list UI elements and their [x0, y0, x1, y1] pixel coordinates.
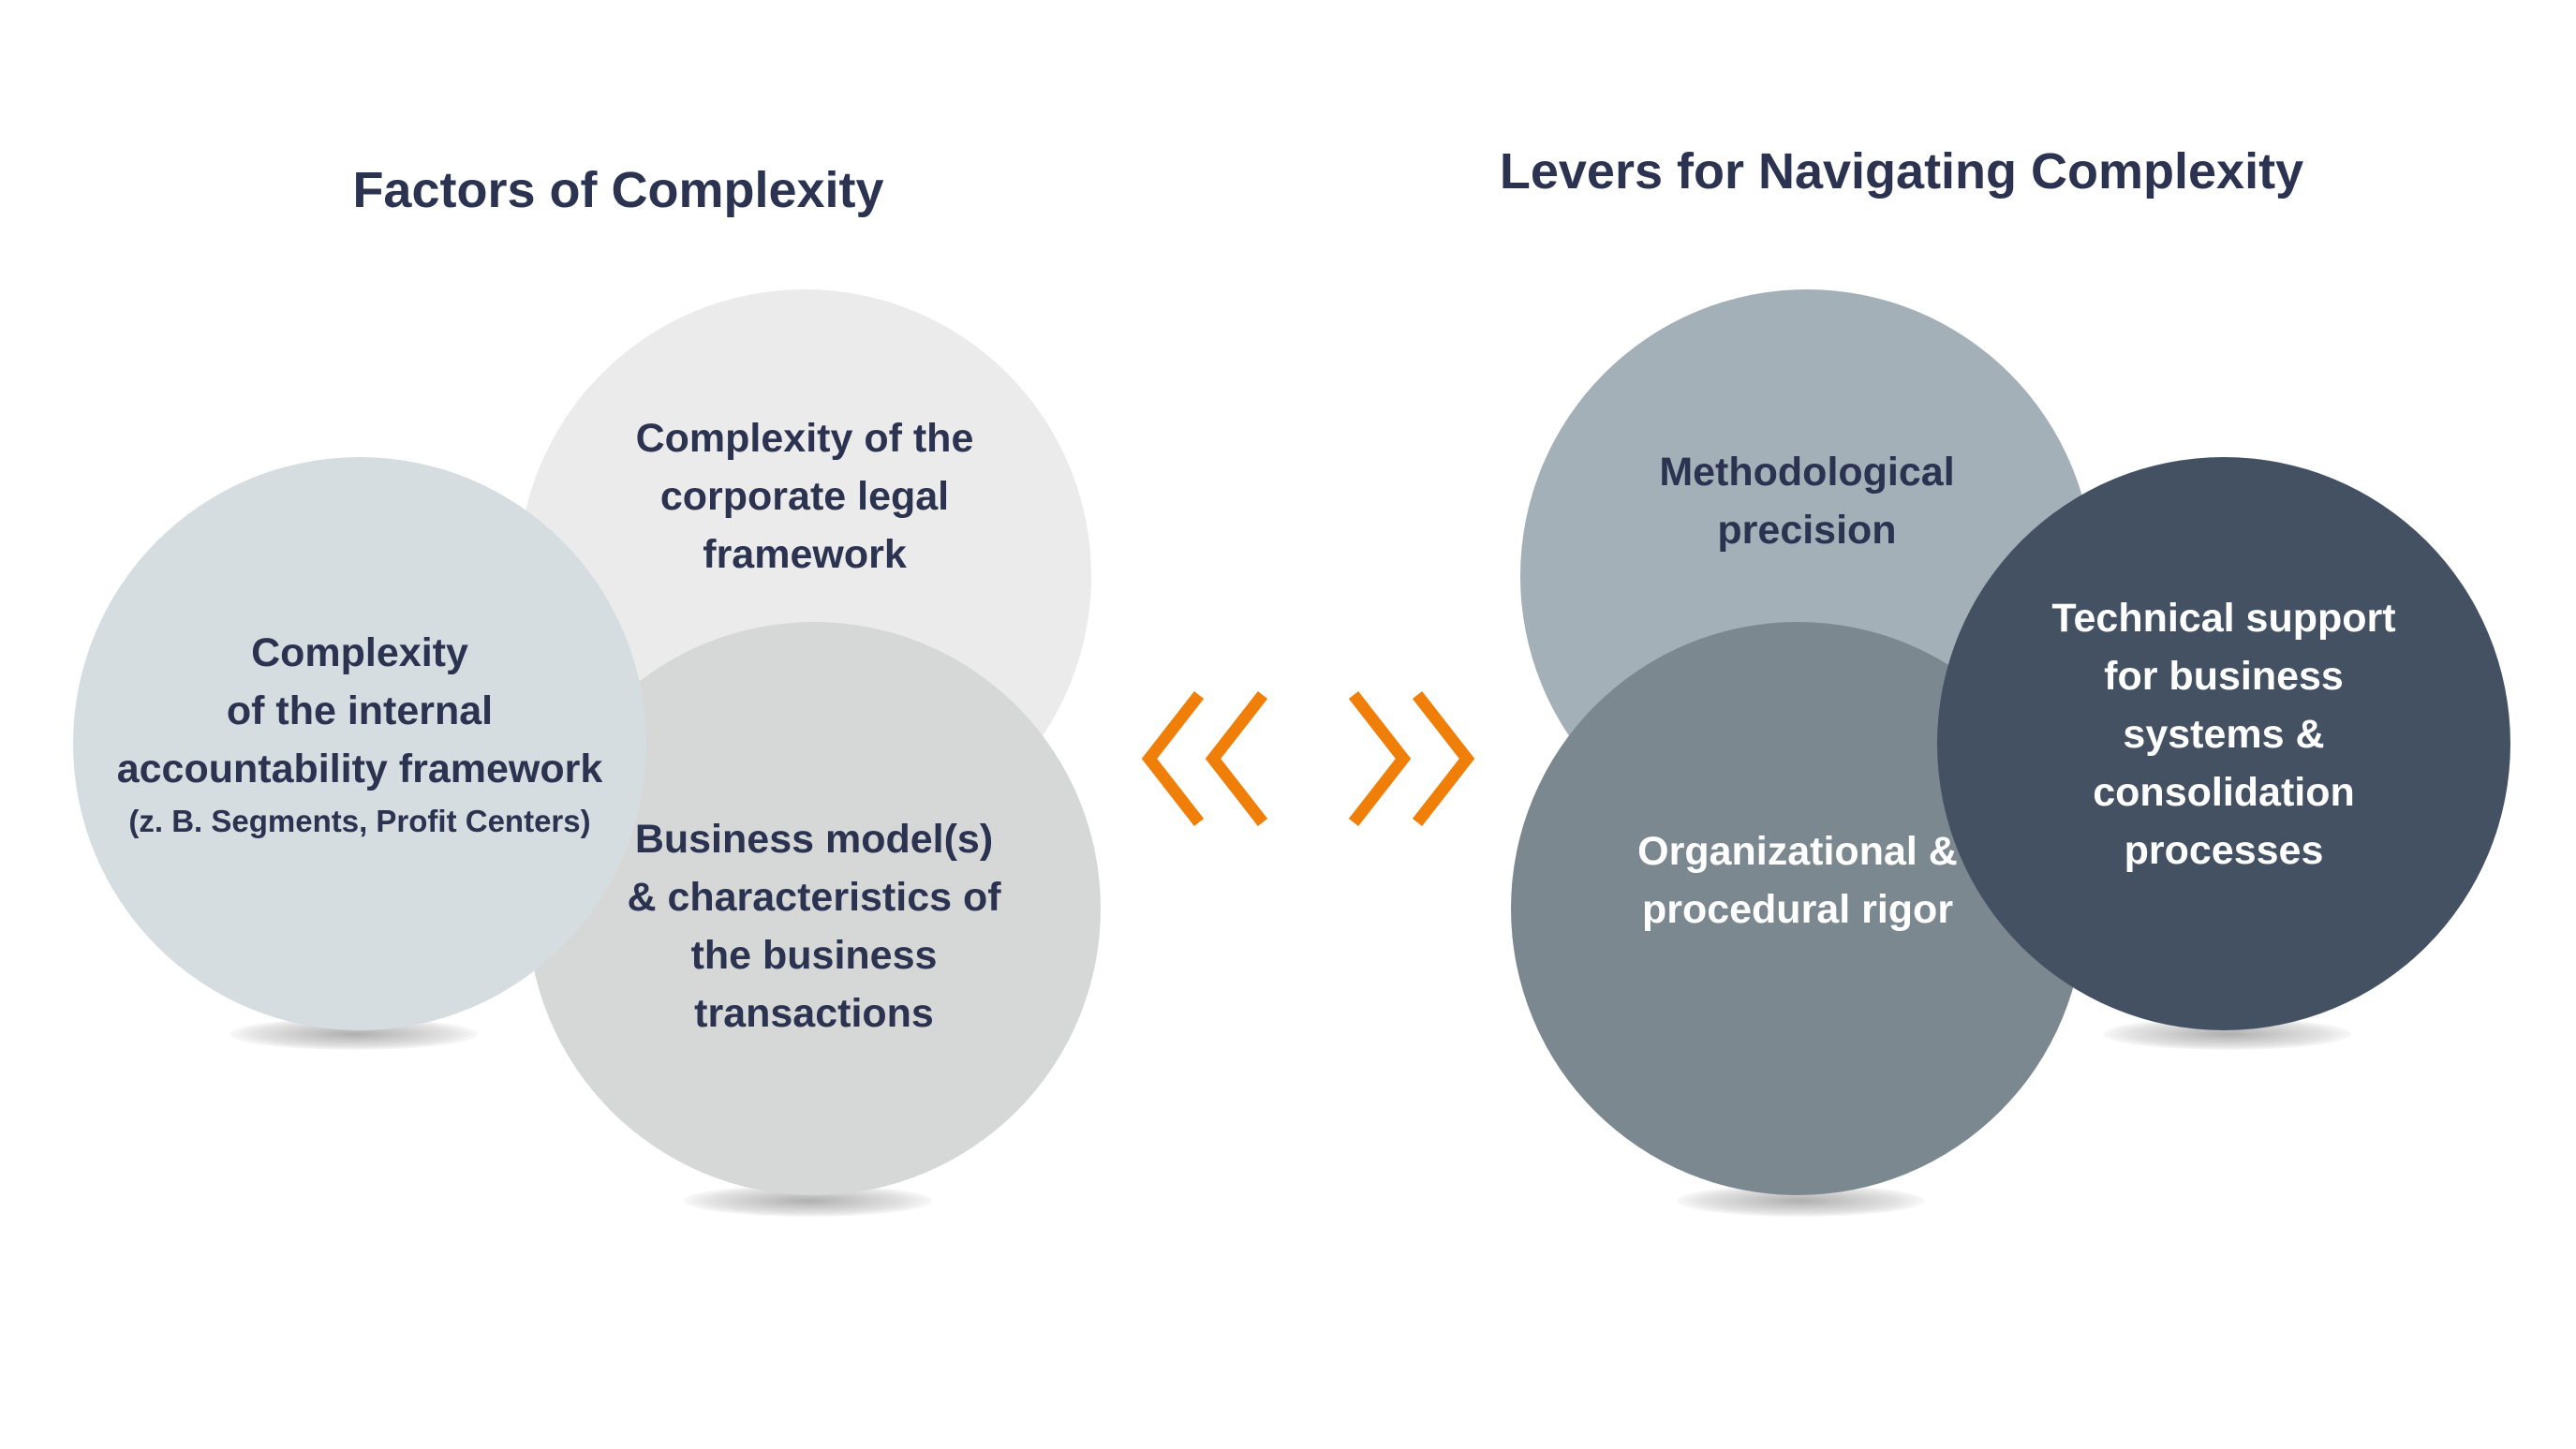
method-line-2: precision: [1717, 508, 1897, 553]
chevron-left-outer: [1141, 691, 1205, 826]
tech-line-2: for business: [2104, 654, 2344, 699]
tech-line-4: consolidation: [2093, 770, 2355, 815]
business-line-1: Business model(s): [634, 817, 994, 862]
chevron-arrows: [1141, 691, 1475, 826]
chevron-left-inner: [1205, 691, 1268, 826]
internal-note: (z. B. Segments, Profit Centers): [128, 804, 591, 838]
chevron-right-inner: [1348, 691, 1412, 826]
org-line-1: Organizational &: [1637, 829, 1958, 874]
internal-line-1: Complexity: [251, 630, 468, 675]
corporate-line-3: framework: [703, 532, 907, 577]
technical-support-circle: Technical support for business systems &…: [1937, 457, 2510, 1030]
org-line-2: procedural rigor: [1641, 887, 1954, 932]
internal-line-2: of the internal: [226, 688, 494, 733]
levers-heading: Levers for Navigating Complexity: [1499, 143, 2304, 200]
corporate-line-2: corporate legal: [659, 474, 950, 519]
factors-heading: Factors of Complexity: [352, 162, 884, 218]
business-line-2: & characteristics of: [627, 875, 1001, 920]
tech-line-3: systems &: [2123, 712, 2325, 757]
corporate-line-1: Complexity of the: [635, 416, 974, 461]
tech-line-5: processes: [2124, 828, 2324, 873]
business-line-3: the business: [690, 933, 938, 978]
chevron-right-outer: [1412, 691, 1475, 826]
tech-line-1: Technical support: [2051, 596, 2396, 641]
double-chevron-right-icon: [1348, 691, 1475, 826]
method-line-1: Methodological: [1659, 450, 1955, 495]
internal-accountability-circle: Complexity of the internal accountabilit…: [73, 457, 646, 1030]
double-chevron-left-icon: [1141, 691, 1268, 826]
internal-line-3: accountability framework: [116, 747, 603, 791]
business-line-4: transactions: [694, 991, 934, 1036]
